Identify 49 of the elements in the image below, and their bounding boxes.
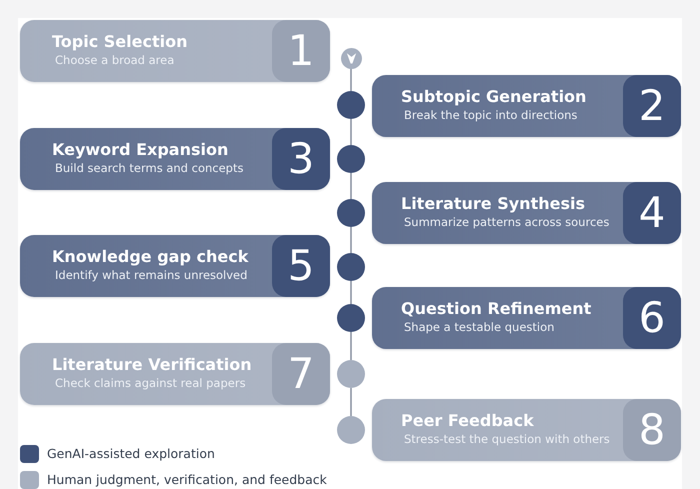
step-card bbox=[372, 399, 681, 461]
step-card bbox=[20, 235, 330, 297]
step-description: Stress-test the question with others bbox=[404, 432, 610, 446]
step-title: Topic Selection bbox=[52, 32, 188, 52]
legend-label: Human judgment, verification, and feedback bbox=[47, 471, 327, 489]
timeline-line bbox=[350, 227, 352, 253]
timeline-dot bbox=[340, 48, 362, 68]
step-description: Build search terms and concepts bbox=[55, 161, 244, 175]
step-card bbox=[372, 287, 681, 349]
timeline-dot bbox=[337, 360, 365, 388]
timeline-line bbox=[350, 68, 352, 91]
step-card bbox=[372, 75, 681, 137]
timeline-line bbox=[350, 173, 352, 199]
step-number: 4 bbox=[638, 190, 666, 236]
timeline-line bbox=[350, 281, 352, 304]
step-number: 3 bbox=[288, 136, 314, 182]
step-description: Summarize patterns across sources bbox=[404, 215, 610, 229]
step-description: Choose a broad area bbox=[55, 53, 174, 67]
timeline-dot bbox=[337, 253, 365, 281]
step-card bbox=[20, 20, 330, 82]
step-card bbox=[20, 128, 330, 190]
step-number: 8 bbox=[638, 407, 666, 453]
timeline-line bbox=[350, 388, 352, 416]
timeline-line bbox=[350, 332, 352, 360]
step-number: 1 bbox=[288, 28, 314, 74]
timeline-dot bbox=[337, 145, 365, 173]
step-title: Keyword Expansion bbox=[52, 140, 228, 160]
timeline-line bbox=[350, 119, 352, 145]
step-title: Literature Verification bbox=[52, 355, 252, 375]
legend-label: GenAI-assisted exploration bbox=[47, 445, 215, 463]
step-number: 7 bbox=[288, 351, 314, 397]
step-number: 2 bbox=[638, 83, 666, 129]
timeline-dot bbox=[337, 199, 365, 227]
step-description: Break the topic into directions bbox=[404, 108, 578, 122]
step-title: Knowledge gap check bbox=[52, 247, 248, 267]
timeline-dot bbox=[337, 91, 365, 119]
step-description: Identify what remains unresolved bbox=[55, 268, 248, 282]
step-description: Check claims against real papers bbox=[55, 376, 246, 390]
step-description: Shape a testable question bbox=[404, 320, 554, 334]
step-number: 6 bbox=[638, 295, 666, 341]
step-title: Literature Synthesis bbox=[401, 194, 585, 214]
timeline-dot bbox=[337, 416, 365, 444]
step-title: Peer Feedback bbox=[401, 411, 534, 431]
step-number: 5 bbox=[288, 243, 314, 289]
timeline-dot bbox=[337, 304, 365, 332]
step-card bbox=[20, 343, 330, 405]
step-title: Question Refinement bbox=[401, 299, 592, 319]
step-title: Subtopic Generation bbox=[401, 87, 586, 107]
step-card bbox=[372, 182, 681, 244]
